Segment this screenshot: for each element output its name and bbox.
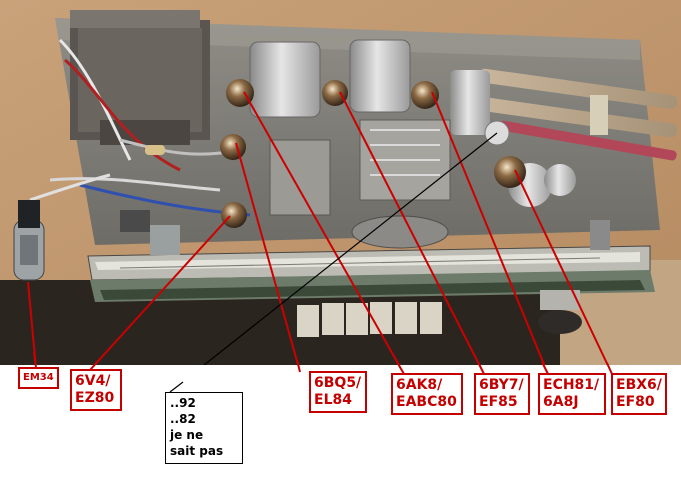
label-ez80: 6V4/ EZ80 — [70, 369, 122, 411]
note-line-3: je ne — [170, 428, 204, 442]
pointer-ez80 — [89, 215, 231, 371]
small-components — [120, 145, 610, 255]
photo — [0, 0, 681, 365]
label-ef80: EBX6/ EF80 — [611, 373, 667, 415]
pointer-eabc80 — [243, 91, 405, 375]
transformer — [70, 10, 210, 145]
pointer-line-tails — [33, 351, 613, 375]
note-line-4: sait pas — [170, 444, 224, 458]
pointer-ef80 — [514, 169, 613, 375]
dial-scale — [87, 245, 651, 281]
push-buttons — [297, 302, 442, 337]
ferrite-antenna — [468, 68, 678, 161]
tube-ef80 — [494, 156, 526, 188]
label-ef85: 6BY7/ EF85 — [474, 373, 530, 415]
tube-6v4 — [221, 202, 247, 228]
tube-el84-top — [220, 134, 246, 160]
label-el84: 6BQ5/ EL84 — [309, 371, 367, 413]
tuning-knob — [538, 290, 582, 334]
note-line-2: ..82 — [170, 412, 196, 426]
label-eabc80: 6AK8/ EABC80 — [391, 373, 463, 415]
em34-tube — [13, 200, 45, 281]
lower-panel — [90, 270, 655, 302]
pointer-el84 — [235, 142, 301, 373]
tube-ez80-socket — [226, 79, 254, 107]
variable-capacitor — [351, 119, 451, 249]
tube-eabc80 — [322, 80, 348, 106]
pointer-lines — [27, 91, 613, 375]
note-line-1: ..92 — [170, 396, 196, 410]
label-ech81: ECH81/ 6A8J — [538, 373, 606, 415]
pointer-ef85 — [339, 91, 485, 375]
tube-ef85 — [411, 81, 439, 109]
output-transformer — [269, 139, 331, 216]
pointer-ech81 — [431, 91, 549, 375]
note-box: ..92 ..82 je ne sait pas — [165, 392, 243, 464]
label-em34: EM34 — [18, 367, 59, 389]
if-cans — [249, 39, 576, 207]
pointer-unknown — [169, 132, 498, 393]
